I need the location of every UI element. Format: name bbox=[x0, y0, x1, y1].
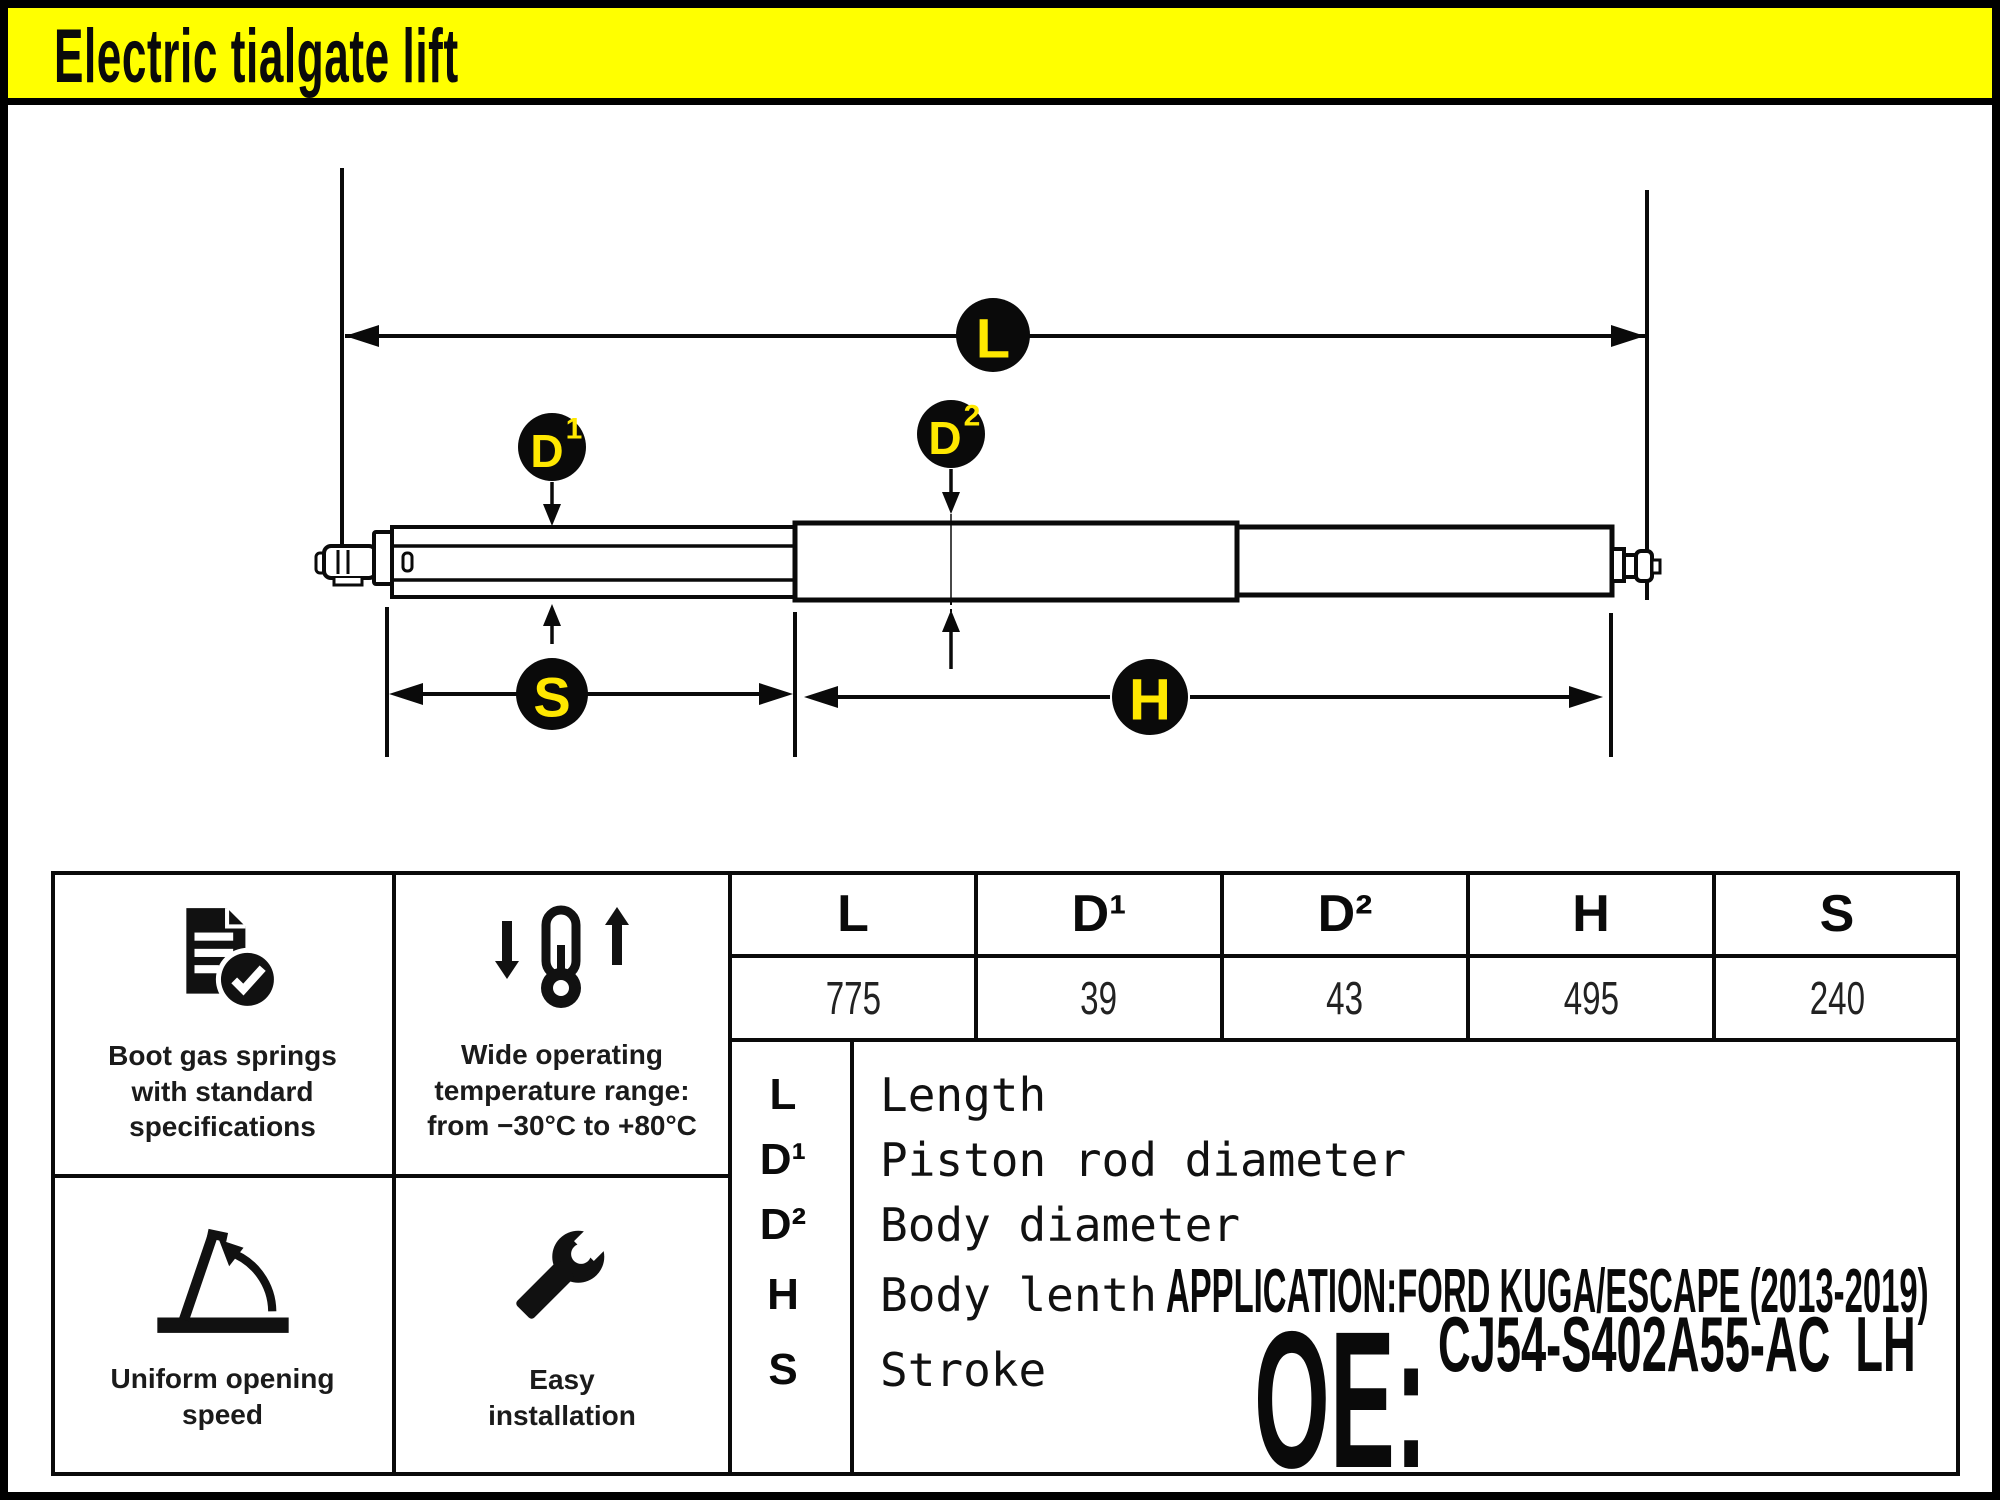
grid-line bbox=[51, 1174, 732, 1178]
thermometer-range-icon bbox=[495, 905, 629, 1008]
arrowhead-right-icon bbox=[1569, 686, 1603, 708]
body-tube-rear bbox=[1234, 524, 1615, 598]
dimension-S: S bbox=[389, 658, 793, 730]
grid-line bbox=[730, 1038, 1960, 1042]
feature-uniform-opening-speed: Uniform opening speed bbox=[51, 1176, 394, 1476]
arrowhead-left-icon bbox=[389, 683, 423, 705]
feature-temperature-range: Wide operating temperature range: from −… bbox=[394, 871, 730, 1176]
feature-caption: Easy installation bbox=[488, 1364, 636, 1431]
legend-symbol-L: L bbox=[769, 1070, 797, 1119]
spec-col-D1: D¹ bbox=[1071, 884, 1127, 943]
svg-text:D: D bbox=[530, 425, 563, 477]
opening-angle-icon bbox=[156, 1229, 289, 1334]
feature-standard-specs: Boot gas springs with standard specifica… bbox=[51, 871, 394, 1176]
grid-line bbox=[974, 871, 978, 1040]
dimension-L: L bbox=[345, 298, 1645, 372]
badge-D2 bbox=[917, 400, 985, 468]
spec-panel-frame bbox=[51, 871, 1960, 1476]
arrow-up-icon bbox=[942, 610, 960, 632]
grid-line bbox=[1220, 871, 1224, 1040]
grid-line bbox=[730, 954, 1960, 958]
svg-text:L: L bbox=[976, 307, 1010, 370]
legend-symbol-H: H bbox=[767, 1270, 799, 1319]
legend-desc-D2: Body diameter bbox=[880, 1198, 1241, 1252]
spec-value-H: 495 bbox=[1468, 956, 1714, 1040]
spec-col-L: L bbox=[837, 884, 869, 943]
ball-socket-fitting-left bbox=[314, 544, 378, 587]
piston-rod bbox=[390, 525, 797, 599]
grid-line bbox=[850, 1040, 854, 1476]
extension-lines bbox=[340, 168, 1649, 757]
grid-line bbox=[392, 871, 396, 1476]
legend-desc-L: Length bbox=[880, 1068, 1047, 1122]
legend-desc-D1: Piston rod diameter bbox=[880, 1133, 1407, 1187]
gas-spring-diagram: L D 1 D 2 bbox=[314, 168, 1662, 757]
legend-symbol-D2: D² bbox=[759, 1200, 807, 1249]
grid-line bbox=[728, 871, 732, 1476]
feature-caption: Wide operating temperature range: from −… bbox=[427, 1038, 697, 1142]
spec-col-D2: D² bbox=[1317, 884, 1373, 943]
title-bar: Electric tialgate lift bbox=[8, 8, 1992, 105]
spec-col-S: S bbox=[1819, 884, 1855, 943]
legend-symbol-S: S bbox=[768, 1345, 798, 1394]
svg-text:H: H bbox=[1129, 668, 1171, 733]
badge-D1 bbox=[518, 413, 586, 481]
spec-value-D2: 43 bbox=[1222, 956, 1468, 1040]
arrowhead-right-icon bbox=[759, 683, 793, 705]
arrowhead-left-icon bbox=[345, 325, 379, 347]
document-check-icon bbox=[185, 907, 279, 1011]
dimension-H: H bbox=[804, 659, 1603, 735]
dimension-D2: D 2 bbox=[917, 400, 985, 669]
feature-easy-installation: Easy installation bbox=[394, 1176, 730, 1476]
svg-text:1: 1 bbox=[566, 413, 583, 446]
svg-text:2: 2 bbox=[964, 400, 981, 433]
dimension-D1: D 1 bbox=[518, 413, 586, 644]
value-text: 495 bbox=[1563, 972, 1619, 1024]
grid-line bbox=[1712, 871, 1716, 1040]
badge-H bbox=[1112, 659, 1188, 735]
oe-label: OE: bbox=[1254, 1291, 1428, 1500]
arrow-down-icon bbox=[942, 492, 960, 514]
value-text: 43 bbox=[1326, 972, 1364, 1024]
legend-desc-S: Stroke bbox=[880, 1343, 1047, 1397]
feature-caption: Uniform opening speed bbox=[110, 1363, 335, 1430]
spec-value-D1: 39 bbox=[976, 956, 1222, 1040]
end-fitting-right bbox=[1610, 547, 1662, 583]
grid-line bbox=[1466, 871, 1470, 1040]
feature-caption: Boot gas springs with standard specifica… bbox=[108, 1039, 337, 1143]
badge-S bbox=[516, 658, 588, 730]
badge-L bbox=[956, 298, 1030, 372]
oe-part-number: CJ54-S402A55-AC LH bbox=[1438, 1300, 1916, 1388]
spec-value-L: 775 bbox=[730, 956, 976, 1040]
arrow-down-icon bbox=[543, 504, 561, 526]
value-text: 775 bbox=[825, 972, 881, 1024]
wrench-icon bbox=[516, 1220, 616, 1319]
spec-value-S: 240 bbox=[1714, 956, 1960, 1040]
value-text: 39 bbox=[1080, 972, 1118, 1024]
arrowhead-right-icon bbox=[1611, 325, 1645, 347]
application-line: APPLICATION:FORD KUGA/ESCAPE (2013-2019) bbox=[1166, 1257, 1929, 1326]
value-text: 240 bbox=[1809, 972, 1865, 1024]
body-tube-front bbox=[792, 520, 1240, 603]
svg-text:S: S bbox=[533, 666, 570, 729]
svg-text:D: D bbox=[928, 412, 961, 464]
legend-desc-H: Body lenth bbox=[880, 1268, 1157, 1322]
legend-symbol-D1: D¹ bbox=[759, 1135, 807, 1184]
gas-strut-drawing bbox=[314, 520, 1662, 603]
arrow-up-icon bbox=[543, 604, 561, 626]
spec-col-H: H bbox=[1572, 884, 1610, 943]
arrowhead-left-icon bbox=[804, 686, 838, 708]
rod-end-cap bbox=[372, 530, 394, 586]
page-title: Electric tialgate lift bbox=[54, 14, 459, 99]
